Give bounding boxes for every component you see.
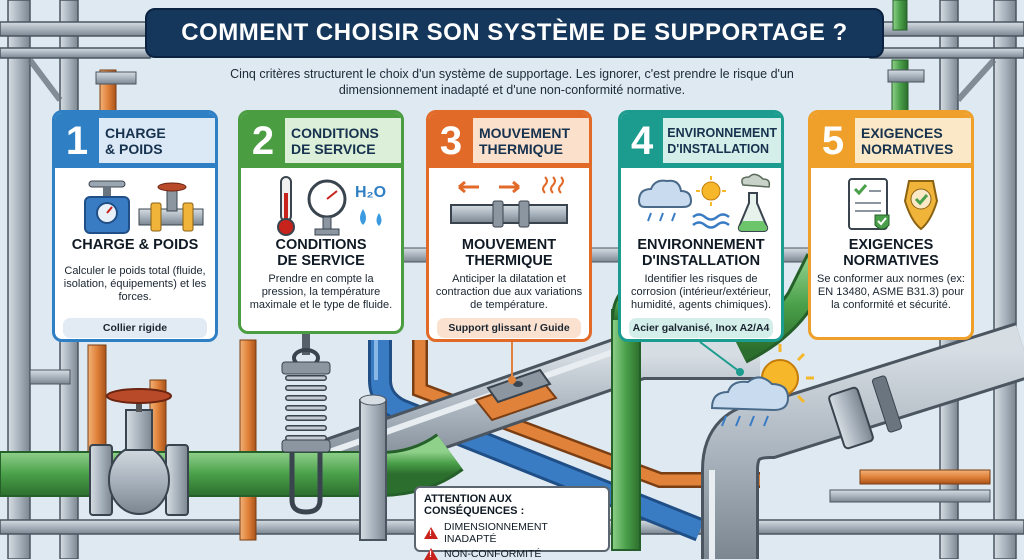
support-post [359, 394, 387, 541]
right-gray-pipe [701, 322, 1024, 559]
card-header-line2: THERMIQUE [479, 140, 563, 157]
card-number: 1 [65, 118, 89, 163]
card-title: CHARGE & POIDS [57, 237, 213, 253]
card-charge-poids: 1 CHARGE & POIDS CHARGE & POIDS Calculer… [52, 110, 218, 342]
card-number: 3 [439, 118, 463, 163]
card-header-title: CHARGE & POIDS [99, 118, 215, 163]
card-description: Se conformer aux normes (ex: EN 13480, A… [817, 273, 965, 311]
card-title-line1: MOUVEMENT [461, 237, 557, 253]
card-connectors [508, 342, 516, 384]
card-title-line2: NORMATIVES [843, 253, 939, 269]
card-header: 3 MOUVEMENT THERMIQUE [429, 113, 589, 168]
sun-icon [696, 176, 726, 206]
card-description: Calculer le poids total (fluide, isolati… [63, 265, 207, 303]
card-header-line2: DE SERVICE [291, 140, 376, 157]
card-header-line2: D'INSTALLATION [667, 141, 770, 156]
card-header: 2 CONDITIONS DE SERVICE [241, 113, 401, 168]
card-title-line1: CONDITIONS [275, 237, 367, 253]
card-description: Prendre en compte la pression, la tempér… [249, 273, 393, 311]
card-title: MOUVEMENT THERMIQUE [431, 237, 587, 269]
chemical-flask-icon [737, 173, 771, 232]
scale-icon [84, 180, 130, 234]
valve-pipe-icon [138, 182, 204, 232]
card-header: 1 CHARGE & POIDS [55, 113, 215, 168]
card-header-title: ENVIRONNEMENT D'INSTALLATION [663, 118, 781, 163]
card-title: EXIGENCES NORMATIVES [813, 237, 969, 269]
card-title-line1: EXIGENCES [848, 237, 934, 253]
spring-hanger [281, 325, 331, 515]
card-header-title: EXIGENCES NORMATIVES [855, 118, 971, 163]
card-header-line1: CONDITIONS [291, 124, 379, 141]
water-waves-icon [692, 213, 730, 229]
warning-item: DIMENSIONNEMENT INADAPTÉ [424, 521, 600, 545]
page-title: COMMENT CHOISIR SON SYSTÈME DE SUPPORTAG… [145, 8, 884, 58]
card-header-line1: MOUVEMENT [479, 124, 570, 141]
gate-valve [89, 388, 189, 516]
thermometer-icon [277, 176, 295, 236]
intro-text: Cinq critères structurent le choix d'un … [230, 67, 794, 97]
card-title: ENVIRONNEMENT D'INSTALLATION [623, 237, 779, 269]
card-header-title: MOUVEMENT THERMIQUE [473, 118, 589, 163]
card-title-line2: D'INSTALLATION [641, 253, 761, 269]
certified-badge-icon [903, 180, 939, 231]
card-description: Identifier les risques de corrosion (int… [630, 273, 771, 311]
card-title-line2: THERMIQUE [465, 253, 553, 269]
pressure-gauge-icon [307, 179, 347, 236]
card-conditions-service: 2 CONDITIONS DE SERVICE H₂O CONDITIONS D… [238, 110, 404, 334]
rain-cloud-icon [637, 179, 693, 222]
h2o-icon: H₂O [355, 184, 386, 226]
card-tag: Acier galvanisé, Inox A2/A4 [629, 318, 773, 338]
expanding-pipe-icon [450, 176, 568, 228]
card-tag: Support glissant / Guide [437, 318, 581, 338]
h2o-label: H₂O [355, 184, 386, 201]
card-header-line2: & POIDS [105, 140, 163, 157]
warning-title: ATTENTION AUX CONSÉQUENCES : [424, 493, 525, 517]
card-environnement-installation: 4 ENVIRONNEMENT D'INSTALLATION ENV [618, 110, 784, 342]
checklist-document-icon [848, 178, 890, 230]
card-number: 4 [631, 118, 654, 163]
pipe-clamp [828, 375, 903, 450]
card-header-line1: EXIGENCES [861, 124, 943, 141]
card-header: 5 EXIGENCES NORMATIVES [811, 113, 971, 168]
card-title: CONDITIONS DE SERVICE [243, 237, 399, 269]
card-header-line2: NORMATIVES [861, 140, 954, 157]
warning-item-label: DIMENSIONNEMENT INADAPTÉ [444, 521, 548, 545]
card-tag: Collier rigide [63, 318, 207, 338]
card-title-line1: ENVIRONNEMENT [637, 237, 765, 253]
warning-triangle-icon [424, 527, 438, 539]
warning-item: NON-CONFORMITÉ [424, 548, 600, 560]
card-mouvement-thermique: 3 MOUVEMENT THERMIQUE MOUVEMENT THERMIQU… [426, 110, 592, 342]
weather-sun-cloud-icon [710, 344, 814, 427]
card-number: 5 [821, 118, 845, 163]
card-header-title: CONDITIONS DE SERVICE [285, 118, 401, 163]
card-title-line2: DE SERVICE [277, 253, 365, 269]
card-number: 2 [251, 118, 275, 163]
warning-triangle-icon [424, 548, 438, 560]
card-header: 4 ENVIRONNEMENT D'INSTALLATION [621, 113, 781, 168]
warning-item-label: NON-CONFORMITÉ [444, 548, 542, 560]
card-title-line1: CHARGE & POIDS [71, 237, 199, 253]
card-header-line1: CHARGE [105, 124, 166, 141]
card-header-line1: ENVIRONNEMENT [667, 125, 777, 140]
card-exigences-normatives: 5 EXIGENCES NORMATIVES EXIGENCES NORMATI… [808, 110, 974, 340]
warning-box: ATTENTION AUX CONSÉQUENCES : DIMENSIONNE… [414, 486, 610, 560]
sliding-support [474, 368, 558, 422]
card-description: Anticiper la dilatation et contraction d… [435, 273, 583, 311]
